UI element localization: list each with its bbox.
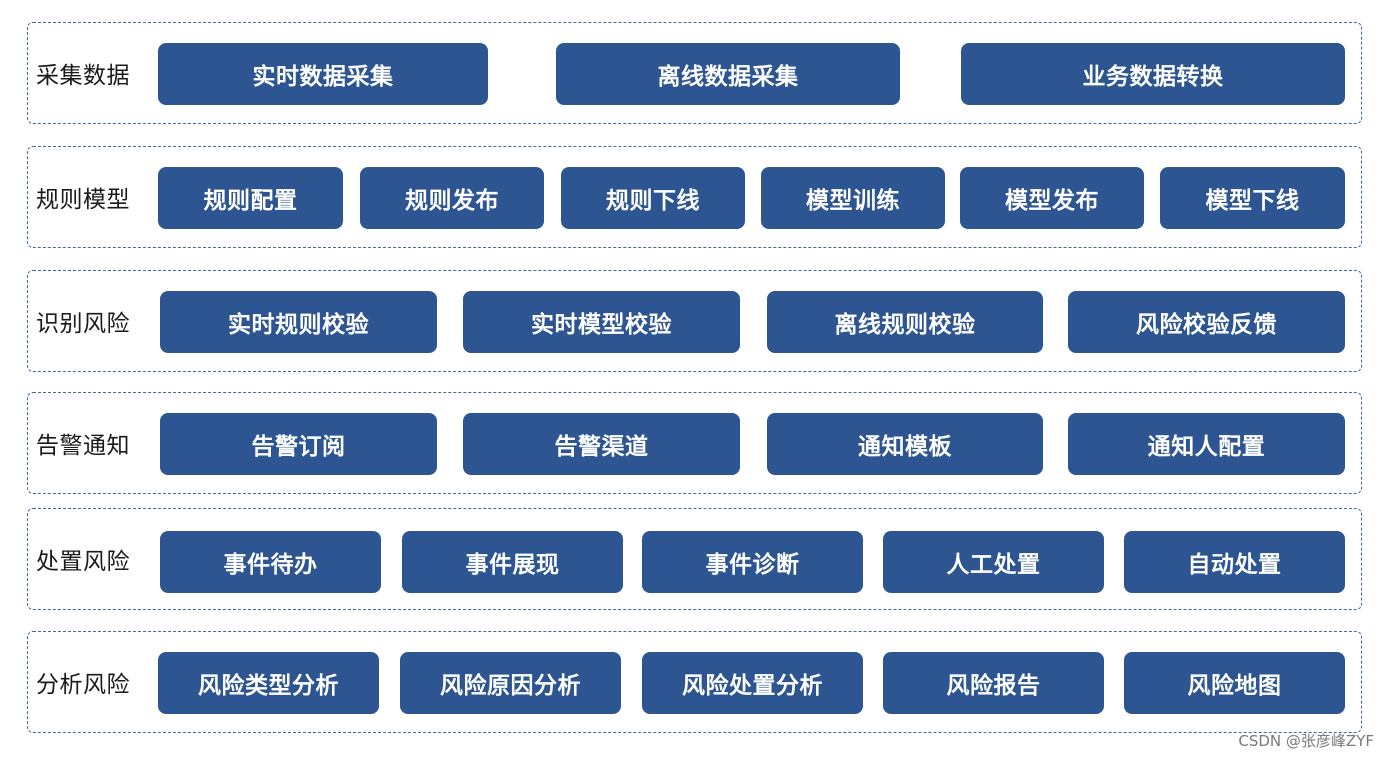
layer-label: 采集数据 — [36, 63, 130, 89]
box-alert-channel[interactable]: 告警渠道 — [463, 413, 740, 475]
box-offline-data-collection[interactable]: 离线数据采集 — [556, 43, 900, 105]
layer-rule-model: 规则模型 规则配置 规则发布 规则下线 模型训练 模型发布 模型下线 — [27, 146, 1362, 248]
box-model-publish[interactable]: 模型发布 — [960, 167, 1144, 229]
box-risk-type-analysis[interactable]: 风险类型分析 — [158, 652, 379, 714]
box-rule-publish[interactable]: 规则发布 — [360, 167, 544, 229]
box-manual-handling[interactable]: 人工处置 — [883, 531, 1104, 593]
box-auto-handling[interactable]: 自动处置 — [1124, 531, 1345, 593]
layer-identify-risk: 识别风险 实时规则校验 实时模型校验 离线规则校验 风险校验反馈 — [27, 270, 1362, 372]
csdn-watermark: CSDN @张彦峰ZYF — [1238, 732, 1374, 750]
box-risk-cause-analysis[interactable]: 风险原因分析 — [400, 652, 621, 714]
layer-collect-data: 采集数据 实时数据采集 离线数据采集 业务数据转换 — [27, 22, 1362, 124]
box-event-diagnosis[interactable]: 事件诊断 — [642, 531, 863, 593]
box-rule-offline[interactable]: 规则下线 — [561, 167, 745, 229]
box-risk-map[interactable]: 风险地图 — [1124, 652, 1345, 714]
box-notification-template[interactable]: 通知模板 — [767, 413, 1043, 475]
box-model-training[interactable]: 模型训练 — [761, 167, 945, 229]
layer-alert-notification: 告警通知 告警订阅 告警渠道 通知模板 通知人配置 — [27, 392, 1362, 494]
layer-handle-risk: 处置风险 事件待办 事件展现 事件诊断 人工处置 自动处置 — [27, 508, 1362, 610]
box-risk-handling-analysis[interactable]: 风险处置分析 — [642, 652, 863, 714]
box-event-todo[interactable]: 事件待办 — [160, 531, 381, 593]
box-business-data-conversion[interactable]: 业务数据转换 — [961, 43, 1345, 105]
box-notify-person-config[interactable]: 通知人配置 — [1068, 413, 1345, 475]
box-realtime-rule-check[interactable]: 实时规则校验 — [160, 291, 437, 353]
layer-label: 分析风险 — [36, 672, 130, 698]
layer-analyze-risk: 分析风险 风险类型分析 风险原因分析 风险处置分析 风险报告 风险地图 — [27, 631, 1362, 733]
box-risk-check-feedback[interactable]: 风险校验反馈 — [1068, 291, 1345, 353]
layer-label: 告警通知 — [36, 433, 130, 459]
box-rule-config[interactable]: 规则配置 — [158, 167, 343, 229]
layer-label: 识别风险 — [36, 311, 130, 337]
box-realtime-model-check[interactable]: 实时模型校验 — [463, 291, 740, 353]
box-realtime-data-collection[interactable]: 实时数据采集 — [158, 43, 488, 105]
box-model-offline[interactable]: 模型下线 — [1160, 167, 1345, 229]
box-offline-rule-check[interactable]: 离线规则校验 — [767, 291, 1043, 353]
layer-label: 处置风险 — [36, 549, 130, 575]
box-alert-subscription[interactable]: 告警订阅 — [160, 413, 437, 475]
box-risk-report[interactable]: 风险报告 — [883, 652, 1104, 714]
box-event-display[interactable]: 事件展现 — [402, 531, 623, 593]
layer-label: 规则模型 — [36, 187, 130, 213]
